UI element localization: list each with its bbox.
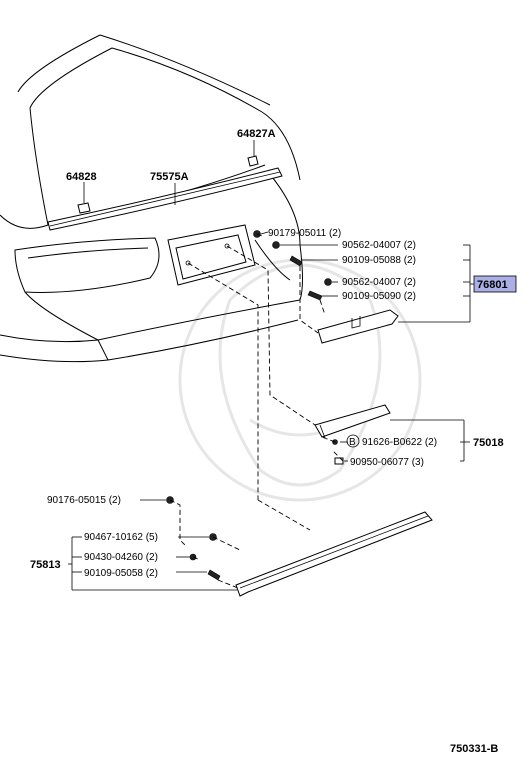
label-90562-04007-b: 90562-04007 (2) [342, 277, 416, 288]
garnish-76801 [317, 309, 399, 344]
label-90109-05088: 90109-05088 (2) [342, 255, 416, 266]
diagram-code: 750331-B [450, 743, 498, 755]
label-90430-04260: 90430-04260 (2) [84, 552, 158, 563]
car-body [0, 34, 303, 363]
label-90109-05090: 90109-05090 (2) [342, 291, 416, 302]
highlight-box-76801 [473, 275, 517, 293]
part-labels: 64827A 64828 75575A 90179-05011 (2) 9056… [30, 128, 508, 755]
label-90176-05015: 90176-05015 (2) [47, 495, 121, 506]
label-90562-04007-a: 90562-04007 (2) [342, 240, 416, 251]
label-90467-10162: 90467-10162 (5) [84, 532, 158, 543]
label-90109-05058: 90109-05058 (2) [84, 568, 158, 579]
label-76801: 76801 [477, 279, 508, 291]
label-64827a: 64827A [237, 128, 276, 140]
clip-64828 [77, 202, 91, 214]
circle-b-marker [346, 434, 360, 448]
label-75018: 75018 [473, 437, 504, 449]
clip-64827a [247, 155, 259, 167]
spoiler-strip [47, 167, 283, 231]
label-75575a: 75575A [150, 171, 189, 183]
label-90950-06077: 90950-06077 (3) [350, 457, 424, 468]
label-91626-b0622: 91626-B0622 (2) [362, 437, 437, 448]
label-64828: 64828 [66, 171, 97, 183]
label-75813: 75813 [30, 559, 61, 571]
garnish-75813 [235, 511, 433, 597]
label-circle-b: B [349, 437, 356, 448]
fasteners [166, 230, 344, 581]
label-90179-05011: 90179-05011 (2) [268, 228, 341, 239]
assembly-lines [169, 233, 344, 589]
garnish-75018 [314, 404, 391, 439]
